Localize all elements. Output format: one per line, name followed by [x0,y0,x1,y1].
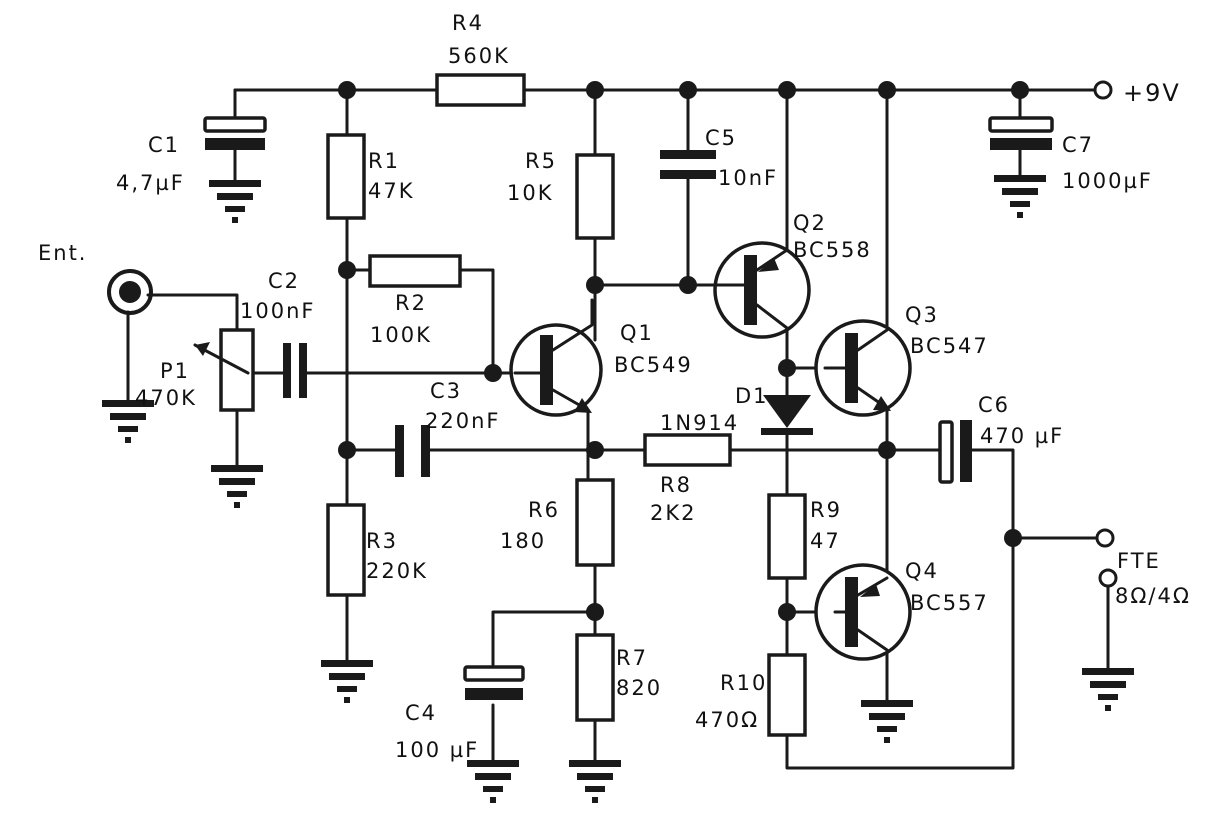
r4-resistor [435,73,526,107]
r2-ref: R2 [395,291,427,315]
c5-capacitor [660,150,716,179]
output-label: FTE [1117,549,1161,573]
r6-resistor [575,478,615,567]
c2-capacitor [283,343,307,398]
q2-ref: Q2 [793,211,827,235]
input-label: Ent. [38,241,88,265]
c7-ground-icon [994,175,1046,218]
r7-ground-icon [569,760,621,803]
r6-ref: R6 [528,498,560,522]
c4-capacitor [463,665,525,700]
c1-value: 4,7µF [116,171,185,195]
c1-ground-icon [209,180,261,223]
c6-capacitor [938,420,972,484]
r4-ref: R4 [452,11,484,35]
c6-value: 470 µF [980,424,1064,448]
p1-ref: P1 [160,359,190,383]
r1-ref: R1 [368,149,400,173]
r7-ref: R7 [616,646,648,670]
p1-value: 470K [135,386,197,410]
q3-value: BC547 [910,334,989,358]
c4-ground-icon [467,760,519,803]
q3-ref: Q3 [905,303,939,327]
supply-terminal [1093,80,1113,100]
r7-resistor [575,633,615,722]
d1-value: 1N914 [660,411,739,435]
r6-value: 180 [500,529,546,553]
r5-resistor [575,153,615,240]
q2-value: BC558 [793,238,872,262]
q4-transistor [814,563,912,661]
r1-resistor [326,133,366,220]
output-terminal-hot [1095,528,1115,548]
r8-value: 2K2 [650,501,697,525]
d1-diode [761,395,813,435]
c3-value: 220nF [425,409,500,433]
output-ground-icon [1082,668,1134,711]
c4-ref: C4 [405,701,437,725]
c5-value: 10nF [718,166,778,190]
c7-ref: C7 [1062,133,1094,157]
q1-transistor [509,298,603,417]
junction-dots [338,81,1029,621]
p1-ground-icon [211,465,263,508]
q1-value: BC549 [614,353,693,377]
r3-ref: R3 [366,529,398,553]
r9-value: 47 [810,529,841,553]
r3-resistor [326,503,366,597]
r8-ref: R8 [660,473,692,497]
d1-ref: D1 [735,384,769,408]
c2-ref: C2 [268,269,300,293]
q3-transistor [814,319,912,417]
r10-value: 470Ω [695,708,759,732]
p1-potentiometer [193,328,255,412]
supply-label: +9V [1123,79,1181,107]
q1-ref: Q1 [620,321,654,345]
labels: +9V Ent. FTE 8Ω/4Ω R4 560K C1 4,7µF R1 4… [38,11,1191,762]
q4-ref: Q4 [905,559,939,583]
r10-ref: R10 [720,671,767,695]
c5-ref: C5 [705,126,737,150]
c6-ref: C6 [978,393,1010,417]
output-value-label: 8Ω/4Ω [1115,584,1191,608]
input-jack-icon [107,269,153,315]
r7-value: 820 [616,676,662,700]
c2-value: 100nF [240,299,315,323]
r8-resistor [643,433,732,467]
r9-ref: R9 [810,498,842,522]
r5-value: 10K [507,181,554,205]
r5-ref: R5 [525,149,557,173]
q4-ground-icon [861,700,913,743]
c3-ref: C3 [430,379,462,403]
c7-value: 1000µF [1062,169,1153,193]
r4-value: 560K [448,44,510,68]
c1-ref: C1 [148,133,180,157]
r9-resistor [767,493,807,580]
r2-resistor [368,254,462,288]
r3-value: 220K [366,559,428,583]
c4-value: 100 µF [395,738,479,762]
output-terminal-gnd [1098,568,1118,588]
q2-transistor [713,241,811,339]
r1-value: 47K [368,179,415,203]
r10-resistor [767,653,807,737]
c3-capacitor [395,425,430,477]
c7-capacitor [988,116,1054,150]
q4-value: BC557 [910,591,989,615]
r3-ground-icon [321,660,373,703]
c1-capacitor [203,116,267,150]
r2-value: 100K [370,323,432,347]
